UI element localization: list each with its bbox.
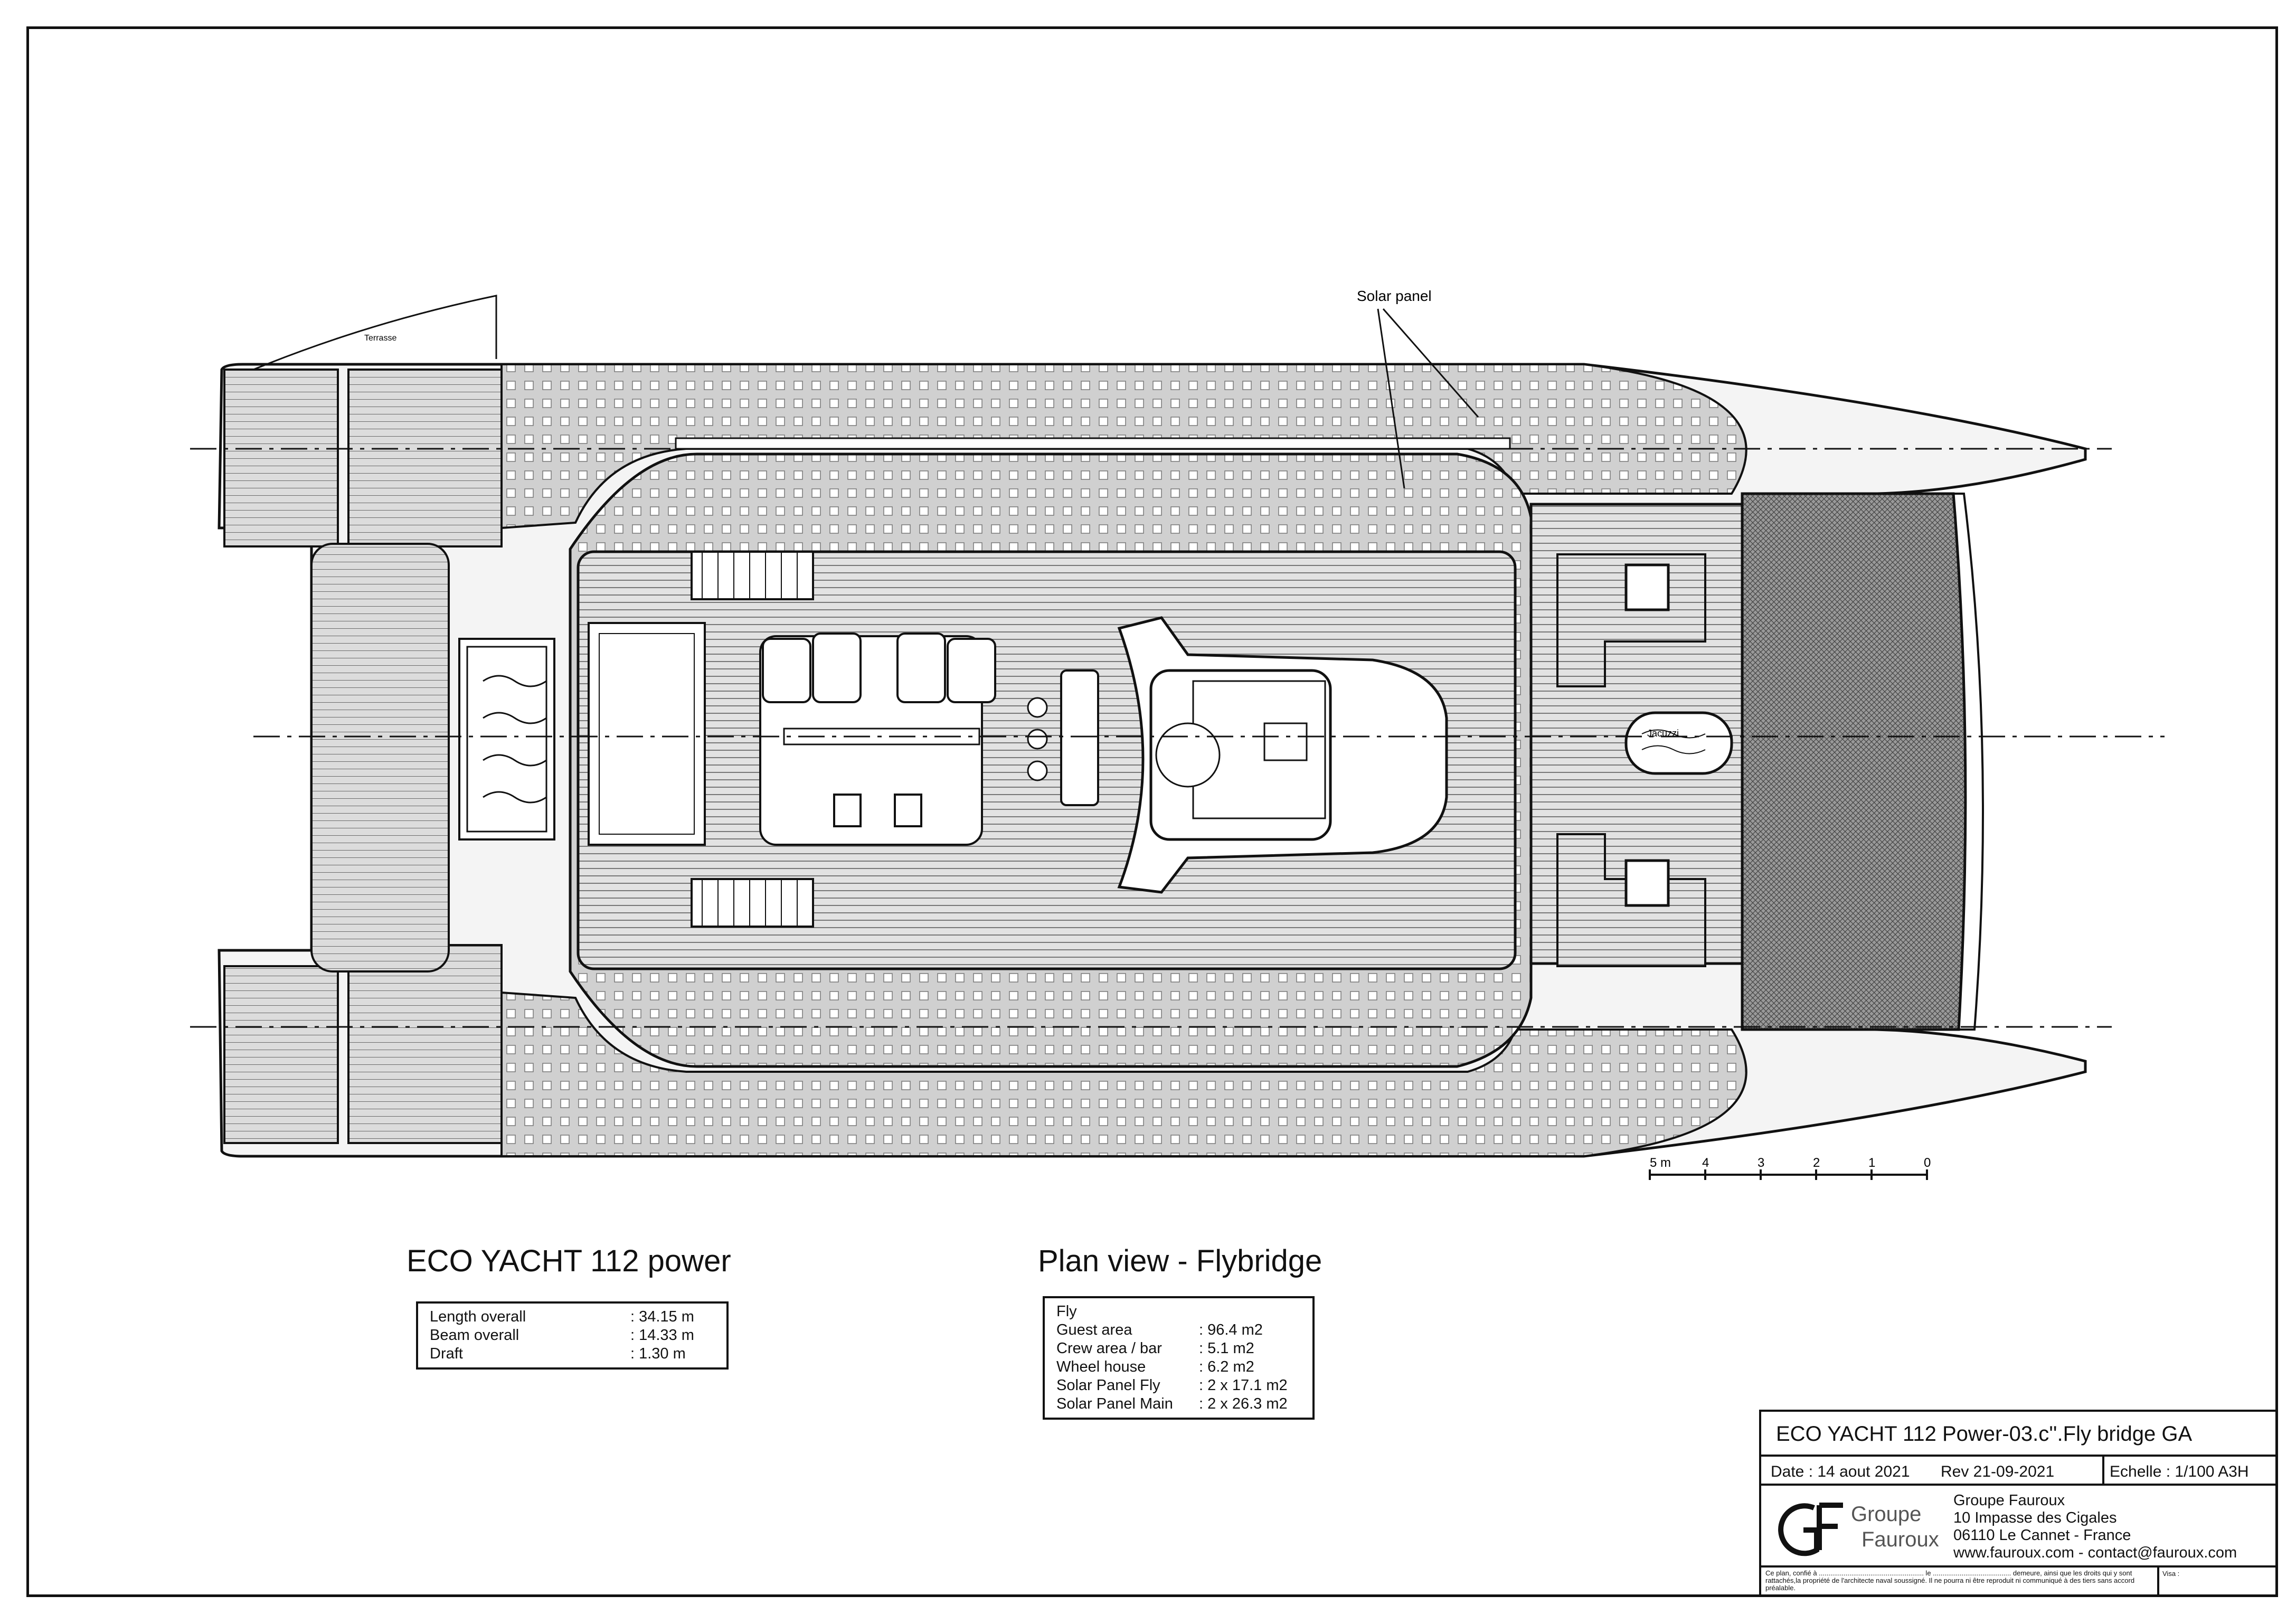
forward-trampoline xyxy=(1741,492,1984,1031)
spec-label: Draft xyxy=(430,1345,463,1362)
fly-value: : 2 x 17.1 m2 xyxy=(1199,1377,1288,1394)
spec-row: Length overall : 34.15 m xyxy=(430,1308,715,1326)
scale-label-5m: 5 m xyxy=(1650,1156,1671,1170)
spec-label: Length overall xyxy=(430,1308,526,1325)
fly-value: : 96.4 m2 xyxy=(1199,1321,1263,1338)
date-text: Date : 14 aout 2021 xyxy=(1771,1463,1910,1480)
address-line: Groupe Fauroux xyxy=(1953,1492,2065,1509)
forward-crew-area xyxy=(1529,503,1744,967)
company-block: Groupe Fauroux Groupe Fauroux 10 Impasse… xyxy=(1761,1486,2276,1568)
terrasse-arc xyxy=(253,295,497,371)
fly-label: Guest area xyxy=(1056,1321,1132,1338)
aft-deck xyxy=(310,543,555,972)
drawing-title: ECO YACHT 112 Power-03.c''.Fly bridge GA xyxy=(1761,1412,2276,1457)
flybridge-deck xyxy=(569,452,1533,1068)
address-line: 06110 Le Cannet - France xyxy=(1953,1527,2131,1544)
jacuzzi-label: Jacuzzi xyxy=(1647,728,1679,739)
fly-label: Solar Panel Main xyxy=(1056,1395,1173,1412)
company-logo: Groupe Fauroux xyxy=(1777,1497,1939,1558)
yacht-title: ECO YACHT 112 power xyxy=(407,1244,731,1278)
date-divider xyxy=(2102,1457,2104,1484)
view-title: Plan view - Flybridge xyxy=(1038,1244,1322,1278)
fly-label: Wheel house xyxy=(1056,1358,1146,1375)
scale-label-1: 1 xyxy=(1868,1156,1875,1170)
fly-row: Solar Panel Main : 2 x 26.3 m2 xyxy=(1056,1395,1301,1413)
fly-row: Solar Panel Fly : 2 x 17.1 m2 xyxy=(1056,1376,1301,1395)
date-row: Date : 14 aout 2021 Rev 21-09-2021 Echel… xyxy=(1761,1457,2276,1486)
specs-table: Length overall : 34.15 m Beam overall : 14… xyxy=(416,1301,729,1370)
scale-label-2: 2 xyxy=(1813,1156,1820,1170)
scale-label-3: 3 xyxy=(1758,1156,1764,1170)
company-address: Groupe Fauroux 10 Impasse des Cigales 06… xyxy=(1953,1492,2237,1562)
fly-row: Crew area / bar : 5.1 m2 xyxy=(1056,1339,1301,1358)
fly-value: : 6.2 m2 xyxy=(1199,1358,1254,1375)
address-line: 10 Impasse des Cigales xyxy=(1953,1509,2117,1526)
address-line: www.fauroux.com - contact@fauroux.com xyxy=(1953,1544,2237,1561)
fly-value: : 2 x 26.3 m2 xyxy=(1199,1395,1288,1412)
spec-label: Beam overall xyxy=(430,1327,519,1344)
spec-value: : 34.15 m xyxy=(630,1308,694,1325)
fly-row: Guest area : 96.4 m2 xyxy=(1056,1321,1301,1339)
solar-panel-label: Solar panel xyxy=(1357,288,1432,304)
gf-logo-icon xyxy=(1778,1503,1843,1556)
title-block: ECO YACHT 112 Power-03.c''.Fly bridge GA… xyxy=(1759,1410,2278,1597)
fly-label: Crew area / bar xyxy=(1056,1340,1162,1357)
scale-label-0: 0 xyxy=(1924,1156,1931,1170)
scale-label-4: 4 xyxy=(1702,1156,1709,1170)
spec-value: : 1.30 m xyxy=(630,1345,686,1362)
fly-row: Wheel house : 6.2 m2 xyxy=(1056,1358,1301,1376)
spec-row: Draft : 1.30 m xyxy=(430,1345,715,1363)
fly-value: : 5.1 m2 xyxy=(1199,1340,1254,1357)
terrasse-label: Terrasse xyxy=(364,334,396,343)
spec-value: : 14.33 m xyxy=(630,1327,694,1344)
drawing-frame xyxy=(26,26,2278,1597)
logo-text-groupe: Groupe xyxy=(1851,1503,1922,1526)
scale-text: Echelle : 1/100 A3H xyxy=(2110,1463,2249,1480)
notice-row: Ce plan, confié à ......................… xyxy=(1761,1568,2276,1597)
copyright-notice: Ce plan, confié à ......................… xyxy=(1765,1569,2135,1592)
starboard-hull-deck xyxy=(223,363,1747,547)
fly-heading: Fly xyxy=(1056,1303,1077,1320)
scale-bar: 5 m 4 3 2 1 0 xyxy=(1649,1156,1931,1180)
visa-label: Visa : xyxy=(2162,1570,2180,1578)
centerlines xyxy=(190,448,2165,1028)
logo-text-fauroux: Fauroux xyxy=(1862,1528,1939,1551)
solar-panel-leaders xyxy=(1377,308,1479,489)
spec-row: Beam overall : 14.33 m xyxy=(430,1326,715,1345)
fly-areas-table: Fly Guest area : 96.4 m2 Crew area / bar:… xyxy=(1043,1296,1315,1420)
visa-divider xyxy=(2157,1568,2159,1597)
fly-label: Solar Panel Fly xyxy=(1056,1377,1160,1394)
rev-text: Rev 21-09-2021 xyxy=(1941,1463,2055,1480)
